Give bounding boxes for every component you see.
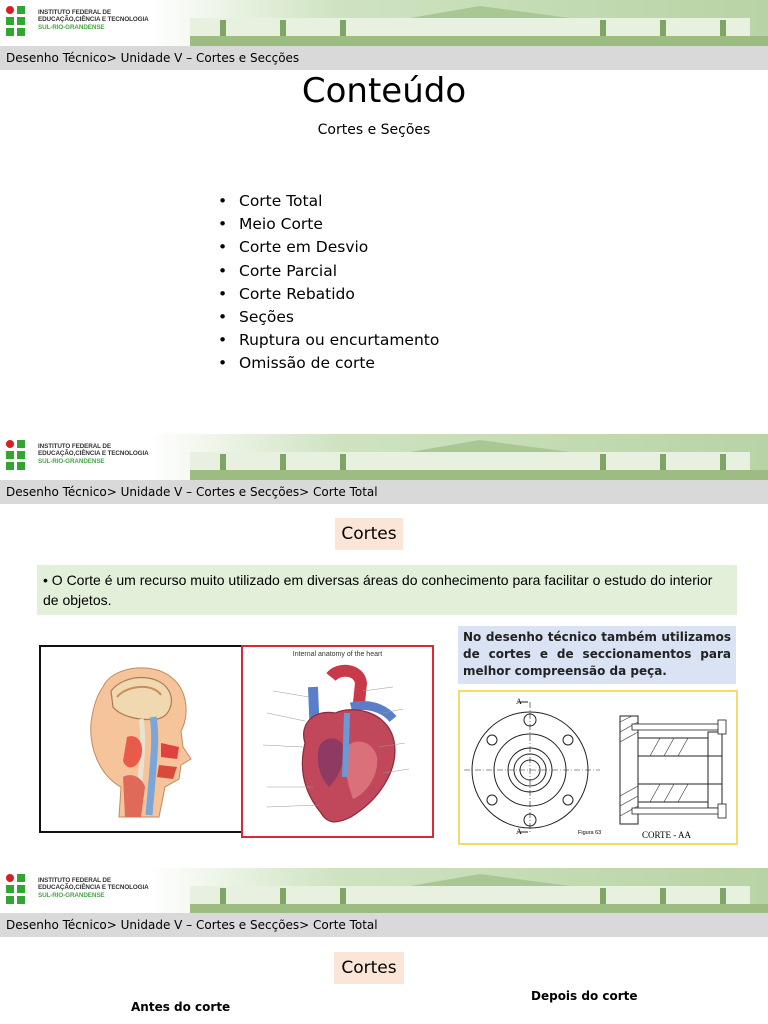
- list-item: Corte Total: [218, 190, 439, 213]
- institute-logo-icon: [6, 440, 36, 476]
- section-mark-bottom: A: [516, 827, 522, 836]
- section-mark-top: A: [516, 697, 522, 706]
- slide-3: INSTITUTO FEDERAL DE EDUCAÇÃO,CIÊNCIA E …: [0, 868, 768, 1024]
- technical-section-drawing: A A Figura 63 CORTE - AA: [458, 690, 738, 845]
- before-cut-caption: Antes do corte: [131, 1000, 231, 1014]
- list-item: Seções: [218, 306, 439, 329]
- institute-logo-icon: [6, 874, 36, 910]
- intro-text-box: • O Corte é um recurso muito utilizado e…: [37, 565, 737, 615]
- section-tag: Cortes: [334, 952, 404, 984]
- slide-subtitle: Cortes e Seções: [317, 122, 431, 138]
- note-text-box: No desenho técnico também utilizamos de …: [458, 626, 736, 684]
- list-item: Corte Parcial: [218, 260, 439, 283]
- heart-image-title: Internal anatomy of the heart: [292, 651, 383, 658]
- institute-name: INSTITUTO FEDERAL DE EDUCAÇÃO,CIÊNCIA E …: [38, 9, 149, 31]
- list-item: Corte em Desvio: [218, 236, 439, 259]
- head-section-image: [39, 645, 256, 833]
- slide-header: INSTITUTO FEDERAL DE EDUCAÇÃO,CIÊNCIA E …: [0, 0, 768, 46]
- list-item: Ruptura ou encurtamento: [218, 329, 439, 352]
- breadcrumb: Desenho Técnico> Unidade V – Cortes e Se…: [0, 46, 768, 70]
- figure-label: Figura 63: [578, 830, 601, 836]
- institute-name: INSTITUTO FEDERAL DE EDUCAÇÃO,CIÊNCIA E …: [38, 443, 149, 465]
- breadcrumb: Desenho Técnico> Unidade V – Cortes e Se…: [0, 913, 768, 937]
- institute-logo-icon: [6, 6, 36, 42]
- section-tag: Cortes: [335, 518, 403, 550]
- campus-banner-image: [150, 868, 768, 914]
- slide-header: INSTITUTO FEDERAL DE EDUCAÇÃO,CIÊNCIA E …: [0, 434, 768, 480]
- list-item: Omissão de corte: [218, 352, 439, 375]
- after-cut-caption: Depois do corte: [531, 989, 638, 1003]
- slide-1: INSTITUTO FEDERAL DE EDUCAÇÃO,CIÊNCIA E …: [0, 0, 768, 430]
- campus-banner-image: [150, 434, 768, 480]
- section-label: CORTE - AA: [642, 830, 691, 840]
- institute-name: INSTITUTO FEDERAL DE EDUCAÇÃO,CIÊNCIA E …: [38, 877, 149, 899]
- campus-banner-image: [150, 0, 768, 46]
- slide-title: Conteúdo: [301, 71, 467, 111]
- topic-list: Corte Total Meio Corte Corte em Desvio C…: [218, 190, 439, 376]
- heart-anatomy-image: Internal anatomy of the heart: [241, 645, 434, 838]
- slide-header: INSTITUTO FEDERAL DE EDUCAÇÃO,CIÊNCIA E …: [0, 868, 768, 914]
- list-item: Meio Corte: [218, 213, 439, 236]
- list-item: Corte Rebatido: [218, 283, 439, 306]
- breadcrumb: Desenho Técnico> Unidade V – Cortes e Se…: [0, 480, 768, 504]
